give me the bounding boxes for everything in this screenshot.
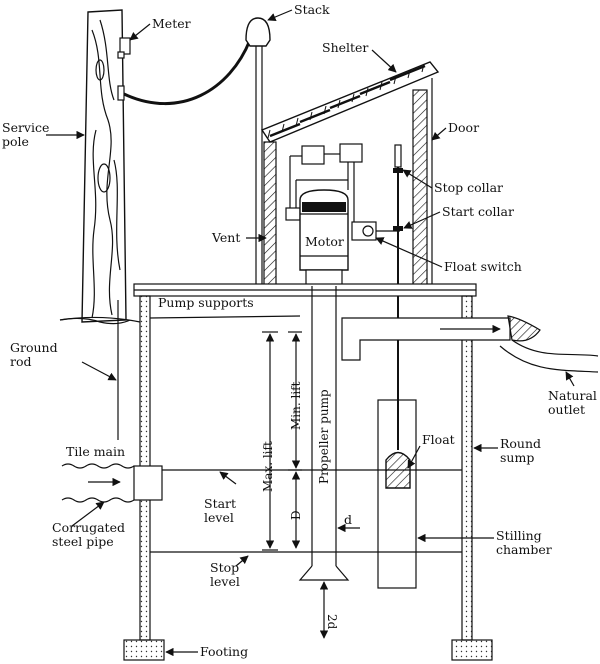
stack — [245, 17, 271, 285]
meter — [117, 37, 131, 101]
tile-main — [61, 463, 163, 503]
leader-stack — [267, 9, 293, 21]
min-lift-dimension — [288, 331, 302, 471]
leader-shelter — [371, 49, 397, 73]
sump-walls — [139, 295, 473, 641]
deck — [133, 283, 477, 297]
label-float-switch: Float switch — [444, 259, 522, 274]
footings — [123, 639, 493, 661]
float-rod — [393, 144, 403, 440]
leader-natural-outlet — [565, 371, 575, 387]
label-propeller-pump: Propeller pump — [317, 389, 331, 484]
motor — [299, 189, 349, 287]
ground-line-left — [59, 316, 141, 323]
label-vent: Vent — [211, 230, 240, 245]
leader-meter — [129, 23, 151, 41]
label-shelter: Shelter — [322, 40, 368, 55]
label-2d: 2d — [325, 614, 339, 630]
leader-door — [431, 127, 447, 141]
label-min-lift: Min. lift — [289, 381, 303, 430]
shelter-roof — [260, 61, 440, 143]
shelter-left-wall — [263, 141, 277, 286]
leader-float — [407, 445, 421, 469]
label-float: Float — [422, 432, 455, 447]
label-start-collar: Start collar — [442, 204, 514, 219]
leader-stop-level — [235, 555, 249, 567]
propeller-pump — [298, 286, 350, 581]
leader-ground-rod — [81, 361, 117, 381]
label-pump-supports: Pump supports — [158, 295, 254, 310]
label-d-left: D — [289, 510, 303, 520]
label-stop-collar: Stop collar — [434, 180, 503, 195]
max-lift-dimension — [262, 331, 278, 551]
label-door: Door — [448, 120, 479, 135]
label-stack: Stack — [294, 2, 330, 17]
label-max-lift: Max. lift — [261, 441, 275, 492]
leader-stop-collar — [402, 169, 433, 189]
label-footing: Footing — [200, 644, 248, 659]
label-d-small: d — [344, 512, 352, 527]
outlet-pipe — [341, 315, 599, 373]
label-tile-main: Tile main — [66, 444, 125, 459]
ground-line-mid — [149, 315, 301, 319]
float-switch — [351, 221, 400, 241]
water-levels — [150, 469, 462, 553]
label-motor: Motor — [305, 234, 344, 249]
label-meter: Meter — [152, 16, 191, 31]
service-cable — [123, 39, 252, 105]
leader-start-level — [219, 471, 237, 485]
leader-corrugated-pipe — [71, 501, 105, 527]
leader-float-switch — [375, 237, 443, 268]
leader-start-collar — [403, 211, 441, 229]
